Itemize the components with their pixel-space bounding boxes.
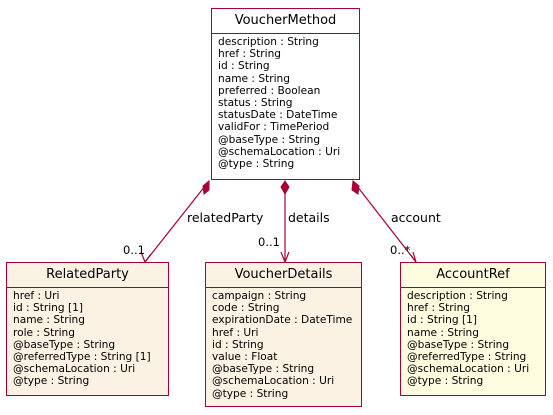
attribute: @type : String bbox=[218, 158, 295, 171]
attribute: @schemaLocation : Uri bbox=[407, 363, 530, 376]
attribute: expirationDate : DateTime bbox=[212, 314, 353, 327]
attribute: id : String [1] bbox=[13, 302, 83, 315]
attribute: id : String [1] bbox=[407, 314, 477, 327]
attribute: @baseType : String bbox=[212, 363, 315, 376]
attribute: @type : String bbox=[13, 375, 90, 388]
attribute: status : String bbox=[218, 97, 293, 110]
attribute: @baseType : String bbox=[407, 338, 510, 351]
attribute: campaign : String bbox=[212, 290, 307, 302]
attribute: @baseType : String bbox=[13, 338, 116, 351]
attribute: href : String bbox=[218, 48, 282, 61]
attribute: @referredType : String [1] bbox=[13, 351, 151, 364]
attribute: href : String bbox=[407, 302, 471, 315]
attribute: validFor : TimePeriod bbox=[218, 121, 330, 134]
attribute: @schemaLocation : Uri bbox=[13, 363, 136, 376]
attribute: description : String bbox=[218, 36, 319, 48]
class-voucher-details: VoucherDetails campaign : String code : … bbox=[205, 262, 362, 407]
account-label: account bbox=[391, 210, 441, 225]
class-title: VoucherMethod bbox=[212, 9, 359, 34]
attribute: name : String bbox=[13, 314, 85, 327]
account-line bbox=[352, 180, 417, 263]
relatedparty-label: relatedParty bbox=[187, 210, 264, 225]
attribute: value : Float bbox=[212, 351, 278, 364]
attribute: role : String bbox=[13, 326, 75, 339]
attribute: id : String bbox=[218, 60, 270, 73]
relatedparty-composition-diamond bbox=[202, 179, 210, 195]
attribute: description : String bbox=[407, 290, 508, 302]
attribute-list: campaign : String code : String expirati… bbox=[206, 288, 361, 400]
account-composition-diamond bbox=[351, 180, 360, 195]
attribute: @type : String bbox=[212, 387, 289, 400]
account-arrowhead bbox=[409, 251, 417, 263]
class-title: RelatedParty bbox=[7, 263, 168, 288]
attribute: @baseType : String bbox=[218, 133, 321, 146]
attribute: href : Uri bbox=[13, 290, 60, 302]
attribute: @schemaLocation : Uri bbox=[218, 145, 341, 158]
attribute: @schemaLocation : Uri bbox=[212, 375, 335, 388]
class-title: AccountRef bbox=[401, 263, 545, 288]
attribute: code : String bbox=[212, 302, 280, 315]
details-multiplicity: 0..1 bbox=[258, 235, 280, 249]
details-label: details bbox=[288, 210, 330, 225]
class-title: VoucherDetails bbox=[206, 263, 361, 288]
attribute: @referredType : String bbox=[407, 351, 527, 364]
attribute: statusDate : DateTime bbox=[218, 109, 338, 122]
attribute: id : String bbox=[212, 338, 264, 351]
class-account-ref: AccountRef description : String href : S… bbox=[400, 262, 546, 396]
attribute: href : Uri bbox=[212, 326, 259, 339]
details-composition-diamond bbox=[280, 180, 290, 196]
class-related-party: RelatedParty href : Uri id : String [1] … bbox=[6, 262, 169, 396]
attribute: preferred : Boolean bbox=[218, 84, 321, 97]
attribute-list: description : String href : String id : … bbox=[212, 34, 359, 170]
attribute: name : String bbox=[218, 72, 290, 85]
account-multiplicity: 0..* bbox=[390, 243, 411, 257]
attribute-list: description : String href : String id : … bbox=[401, 288, 545, 388]
relatedparty-multiplicity: 0..1 bbox=[123, 243, 145, 257]
attribute-list: href : Uri id : String [1] name : String… bbox=[7, 288, 168, 388]
relatedparty-line bbox=[144, 180, 210, 263]
attribute: name : String bbox=[407, 326, 479, 339]
class-voucher-method: VoucherMethod description : String href … bbox=[211, 8, 360, 180]
attribute: @type : String bbox=[407, 375, 484, 388]
